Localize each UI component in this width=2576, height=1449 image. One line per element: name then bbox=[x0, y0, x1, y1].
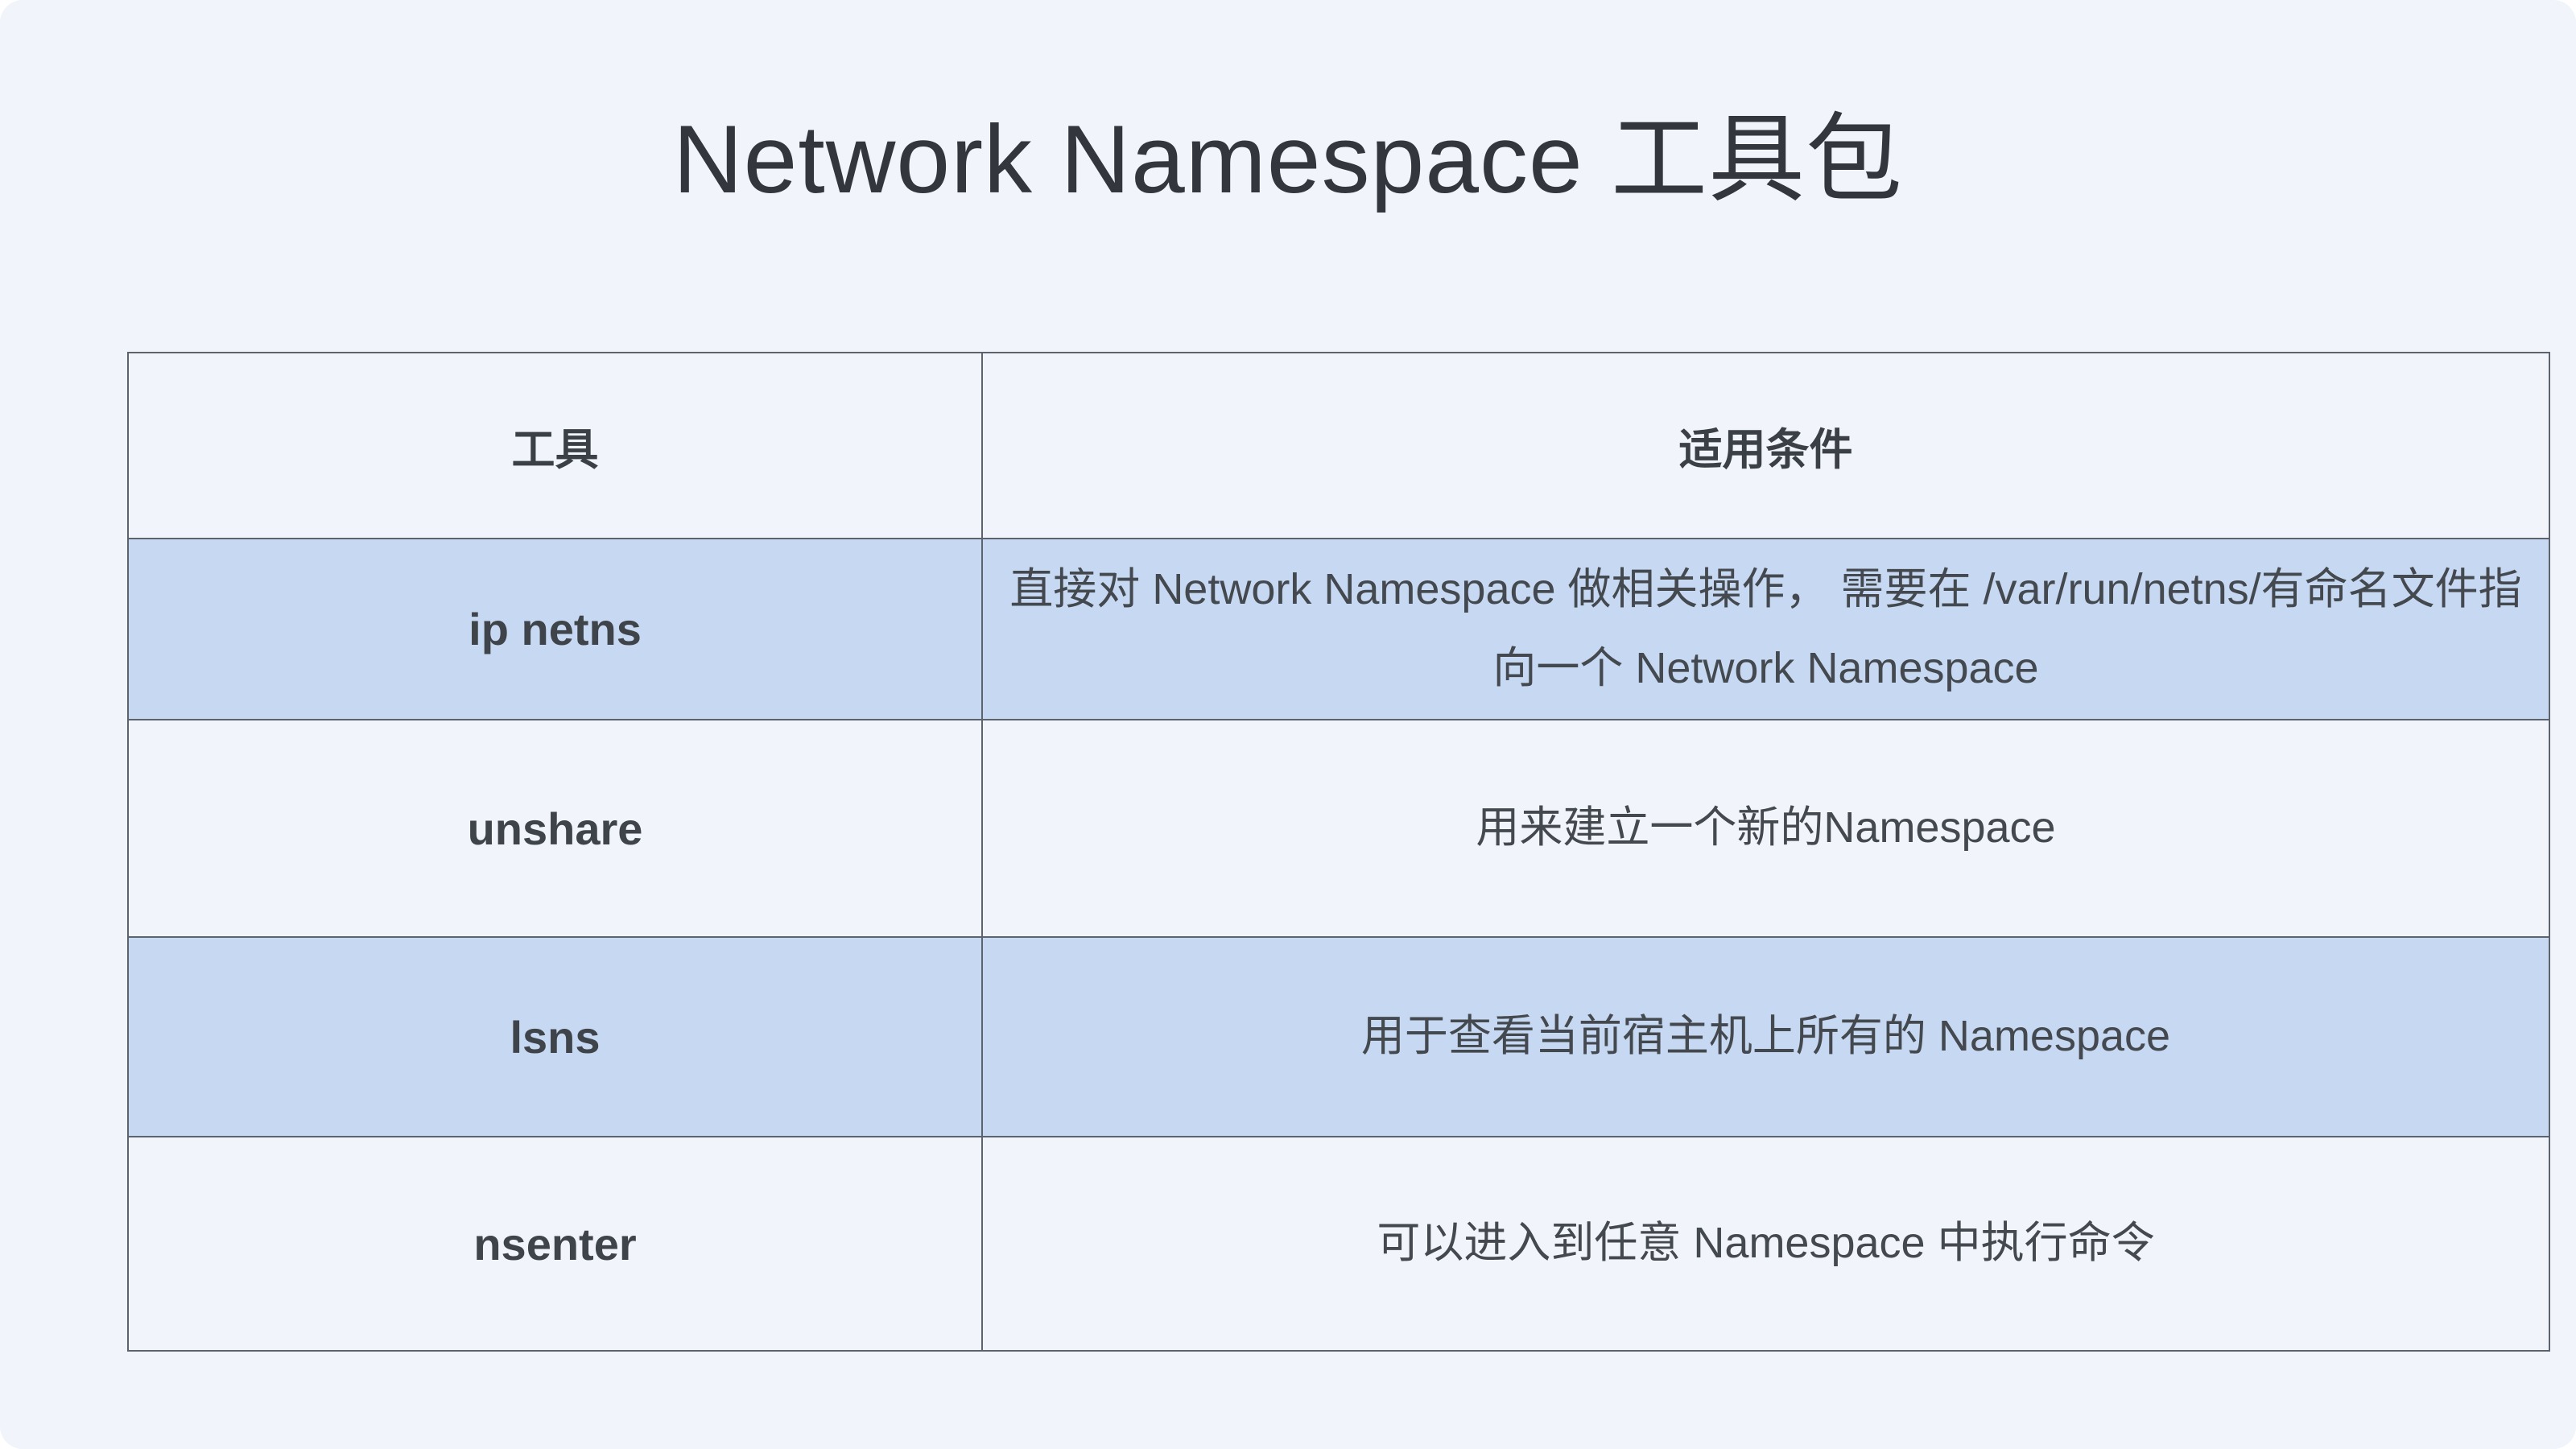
column-header-tool: 工具 bbox=[127, 352, 983, 539]
table-row-unshare: unshare 用来建立一个新的Namespace bbox=[127, 719, 2550, 938]
page-title: Network Namespace 工具包 bbox=[672, 105, 1904, 213]
tool-name: lsns bbox=[127, 936, 983, 1137]
table-row-ip-netns: ip netns 直接对 Network Namespace 做相关操作， 需要… bbox=[127, 538, 2550, 720]
tool-name: nsenter bbox=[127, 1136, 983, 1352]
table-row-nsenter: nsenter 可以进入到任意 Namespace 中执行命令 bbox=[127, 1136, 2550, 1352]
tool-condition: 用于查看当前宿主机上所有的 Namespace bbox=[981, 936, 2550, 1137]
table-header-row: 工具 适用条件 bbox=[127, 352, 2550, 539]
tool-condition: 可以进入到任意 Namespace 中执行命令 bbox=[981, 1136, 2550, 1352]
tools-table: 工具 适用条件 ip netns 直接对 Network Namespace 做… bbox=[127, 352, 2550, 1352]
tool-name: ip netns bbox=[127, 538, 983, 720]
column-header-condition: 适用条件 bbox=[981, 352, 2550, 539]
table-row-lsns: lsns 用于查看当前宿主机上所有的 Namespace bbox=[127, 936, 2550, 1137]
tool-condition: 直接对 Network Namespace 做相关操作， 需要在 /var/ru… bbox=[981, 538, 2550, 720]
tool-name: unshare bbox=[127, 719, 983, 938]
tool-condition: 用来建立一个新的Namespace bbox=[981, 719, 2550, 938]
